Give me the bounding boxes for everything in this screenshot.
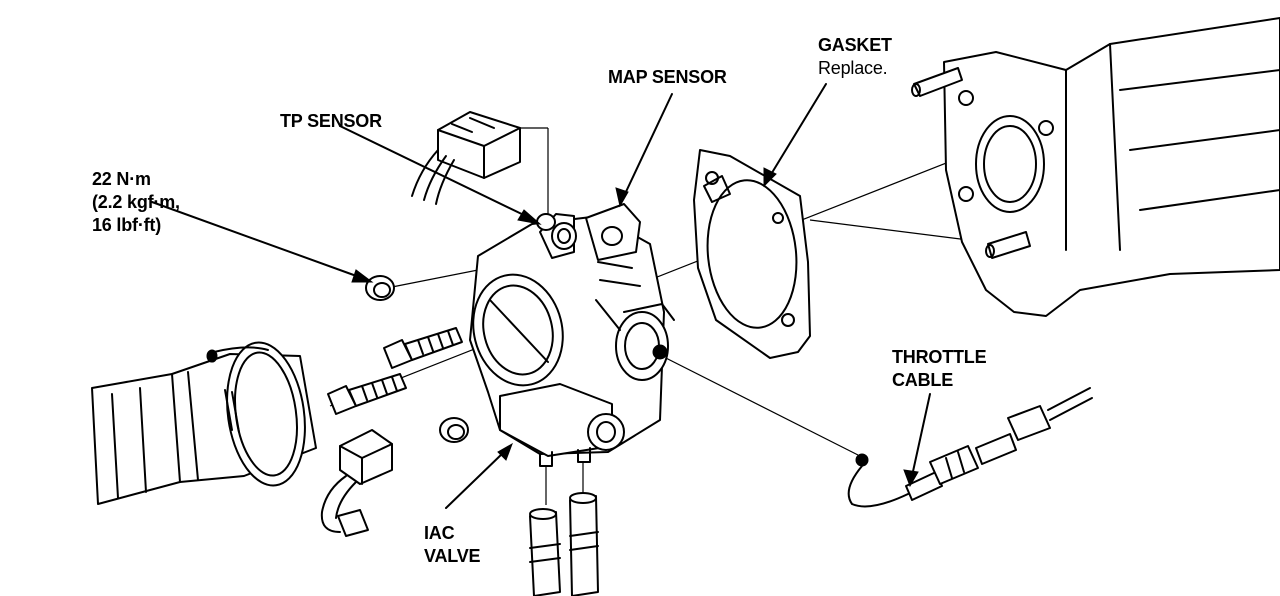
leader-tp-sensor bbox=[339, 125, 542, 225]
leader-gasket bbox=[763, 83, 827, 188]
throttle-cable-label: THROTTLE CABLE bbox=[892, 346, 987, 392]
leader-torque bbox=[151, 201, 374, 283]
iac-valve-label: IAC VALVE bbox=[424, 522, 481, 568]
sensor-connector-top bbox=[411, 111, 521, 205]
torque-lbf: 16 lbf·ft) bbox=[92, 215, 161, 235]
iac-connector bbox=[320, 429, 393, 537]
vacuum-hoses bbox=[529, 492, 599, 596]
flange-nut-upper bbox=[365, 275, 395, 301]
leader-map-sensor bbox=[615, 93, 673, 208]
mounting-bolt-lower bbox=[327, 373, 407, 415]
throttle-body bbox=[469, 203, 675, 467]
torque-value: 22 N·m bbox=[92, 169, 151, 189]
mounting-bolt-upper bbox=[383, 327, 463, 369]
gasket-label: GASKET Replace. bbox=[818, 34, 892, 80]
flange-nut-lower bbox=[439, 417, 469, 443]
leader-iac-valve bbox=[445, 442, 513, 509]
torque-spec-label: 22 N·m (2.2 kgf·m, 16 lbf·ft) bbox=[92, 168, 180, 237]
torque-kgf: (2.2 kgf·m, bbox=[92, 192, 180, 212]
leader-throttle-cable bbox=[903, 393, 931, 488]
throttle-cable bbox=[847, 387, 1093, 508]
gasket-title: GASKET bbox=[818, 35, 892, 55]
assembly-centerlines bbox=[329, 127, 1036, 505]
tp-sensor-label: TP SENSOR bbox=[280, 111, 382, 131]
gasket bbox=[693, 149, 811, 359]
intake-duct bbox=[91, 341, 317, 505]
intake-manifold bbox=[911, 17, 1280, 317]
iac-valve-line1: IAC bbox=[424, 523, 455, 543]
iac-valve-line2: VALVE bbox=[424, 546, 481, 566]
gasket-note: Replace. bbox=[818, 58, 888, 78]
throttle-cable-line1: THROTTLE bbox=[892, 347, 987, 367]
map-sensor-label: MAP SENSOR bbox=[608, 67, 727, 87]
throttle-cable-line2: CABLE bbox=[892, 370, 953, 390]
